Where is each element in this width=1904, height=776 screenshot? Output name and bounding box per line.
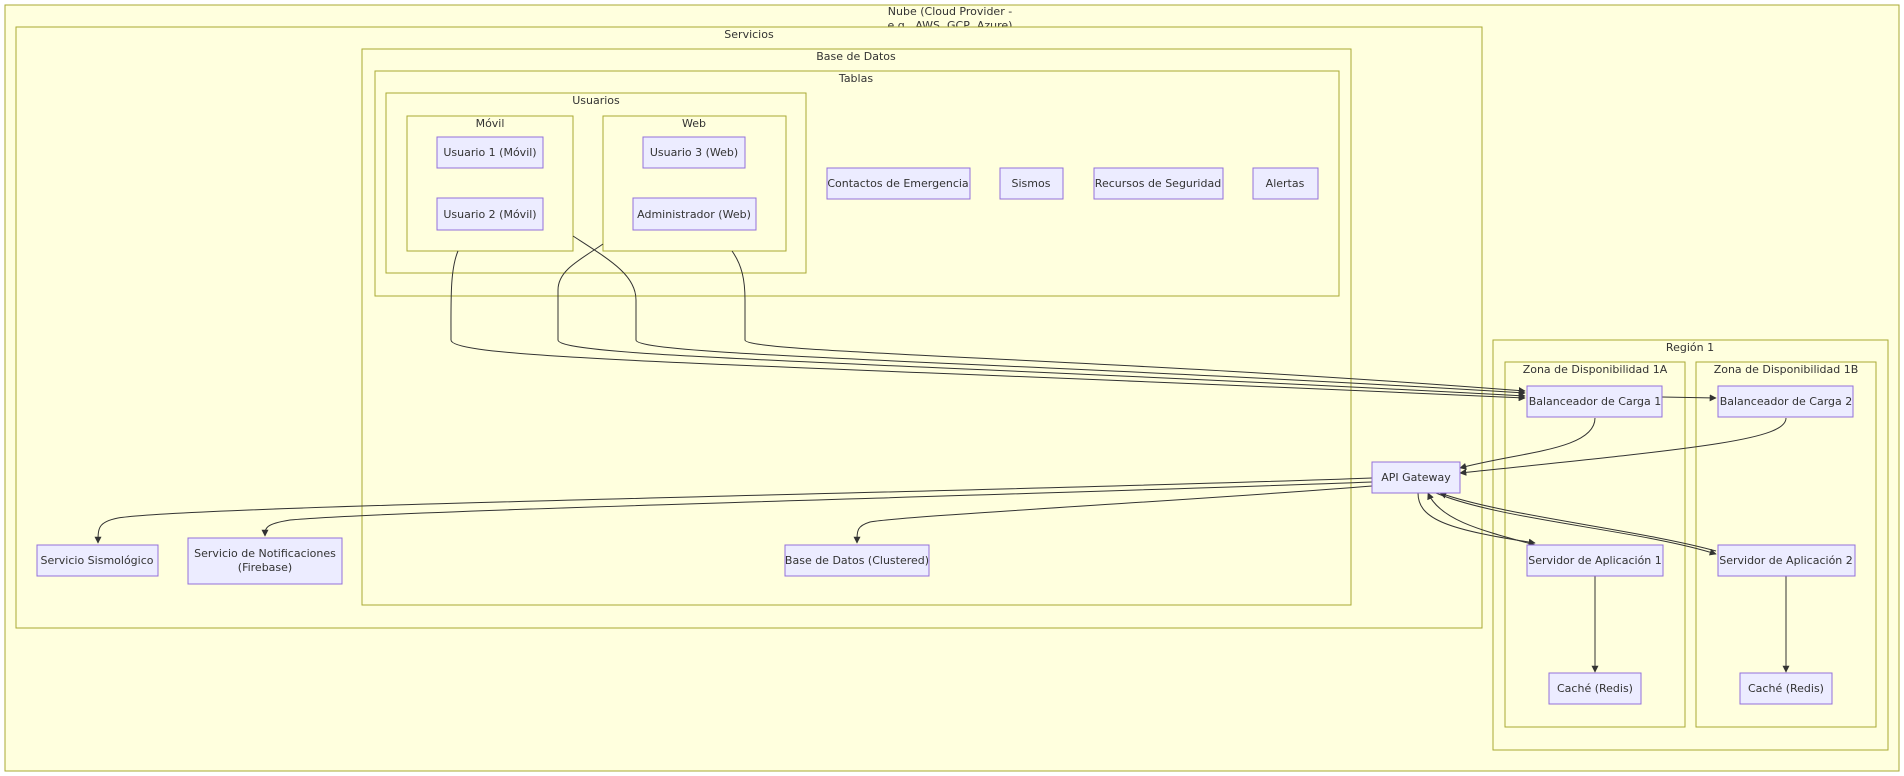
- edge-balanceador2-api: [1459, 417, 1787, 476]
- node-cache1-label: Caché (Redis): [1557, 682, 1633, 695]
- node-usuario1-label: Usuario 1 (Móvil): [443, 146, 536, 159]
- edge-api-notificaciones: [261, 481, 1373, 537]
- node-servidor2[interactable]: Servidor de Aplicación 2: [1717, 544, 1856, 577]
- node-cache2-label: Caché (Redis): [1748, 682, 1824, 695]
- edge-usuario1-balanceador1: [572, 235, 1526, 397]
- node-recursos[interactable]: Recursos de Seguridad: [1093, 167, 1224, 200]
- node-sismos-label: Sismos: [1012, 177, 1051, 190]
- node-contactos[interactable]: Contactos de Emergencia: [826, 167, 971, 200]
- node-usuario2-label: Usuario 2 (Móvil): [443, 208, 536, 221]
- cluster-zona-1a-title: Zona de Disponibilidad 1A: [1523, 363, 1668, 376]
- edge-usuario2-balanceador1: [450, 250, 1526, 402]
- edge-api-sismologico: [94, 477, 1373, 544]
- node-usuario1[interactable]: Usuario 1 (Móvil): [436, 136, 544, 169]
- edge-servidor1-api: [1427, 492, 1536, 546]
- edge-balanceador1-balanceador2: [1661, 394, 1717, 402]
- node-balanceador2[interactable]: Balanceador de Carga 2: [1717, 385, 1854, 418]
- edge-api-bdclustered: [853, 485, 1373, 544]
- node-cache2[interactable]: Caché (Redis): [1739, 672, 1833, 705]
- edge-usuario3-balanceador1: [731, 250, 1526, 395]
- node-bd-clustered[interactable]: Base de Datos (Clustered): [784, 544, 930, 577]
- node-servidor2-label: Servidor de Aplicación 2: [1719, 554, 1853, 567]
- cluster-usuarios-title: Usuarios: [572, 94, 620, 107]
- edge-servidor2-api: [1439, 491, 1717, 552]
- cluster-movil-title: Móvil: [476, 117, 505, 130]
- node-api-gateway-label: API Gateway: [1381, 471, 1451, 484]
- node-cache1[interactable]: Caché (Redis): [1548, 672, 1642, 705]
- cluster-servicios-title: Servicios: [724, 28, 774, 41]
- node-balanceador1-label: Balanceador de Carga 1: [1529, 395, 1662, 408]
- node-balanceador1[interactable]: Balanceador de Carga 1: [1526, 385, 1663, 418]
- node-contactos-label: Contactos de Emergencia: [827, 177, 968, 190]
- cluster-web: Web: [602, 115, 787, 252]
- node-balanceador2-label: Balanceador de Carga 2: [1720, 395, 1853, 408]
- node-usuario3-label: Usuario 3 (Web): [650, 146, 738, 159]
- edge-api-servidor2: [1435, 492, 1717, 556]
- node-api-gateway[interactable]: API Gateway: [1371, 461, 1461, 494]
- cluster-web-title: Web: [682, 117, 706, 130]
- node-servicio-sismologico-label: Servicio Sismológico: [41, 554, 154, 567]
- node-bd-clustered-label: Base de Datos (Clustered): [785, 554, 929, 567]
- node-recursos-label: Recursos de Seguridad: [1095, 177, 1221, 190]
- edge-admin-balanceador1: [557, 243, 1526, 400]
- node-servidor1-label: Servidor de Aplicación 1: [1528, 554, 1662, 567]
- edge-api-servidor1: [1417, 492, 1536, 546]
- node-alertas-label: Alertas: [1266, 177, 1305, 190]
- cluster-movil: Móvil: [406, 115, 574, 252]
- cluster-base-de-datos-title: Base de Datos: [816, 50, 896, 63]
- node-servidor1[interactable]: Servidor de Aplicación 1: [1526, 544, 1664, 577]
- cluster-tablas-title: Tablas: [838, 72, 873, 85]
- cluster-region-title: Región 1: [1666, 341, 1714, 354]
- node-notificaciones-label-line1: Servicio de Notificaciones: [194, 547, 336, 560]
- edge-balanceador1-api: [1459, 417, 1596, 470]
- node-usuario3[interactable]: Usuario 3 (Web): [642, 136, 746, 169]
- node-notificaciones-label-line2: (Firebase): [238, 561, 292, 574]
- node-usuario2[interactable]: Usuario 2 (Móvil): [436, 197, 544, 231]
- cluster-nube-title-line1: Nube (Cloud Provider -: [888, 5, 1012, 18]
- node-sismos[interactable]: Sismos: [999, 167, 1064, 200]
- edges: [94, 235, 1790, 673]
- cluster-zona-1b-title: Zona de Disponibilidad 1B: [1714, 363, 1859, 376]
- node-administrador[interactable]: Administrador (Web): [632, 197, 757, 231]
- node-alertas[interactable]: Alertas: [1252, 167, 1319, 200]
- node-notificaciones[interactable]: Servicio de Notificaciones (Firebase): [187, 537, 343, 585]
- node-administrador-label: Administrador (Web): [637, 208, 751, 221]
- node-servicio-sismologico[interactable]: Servicio Sismológico: [36, 544, 159, 577]
